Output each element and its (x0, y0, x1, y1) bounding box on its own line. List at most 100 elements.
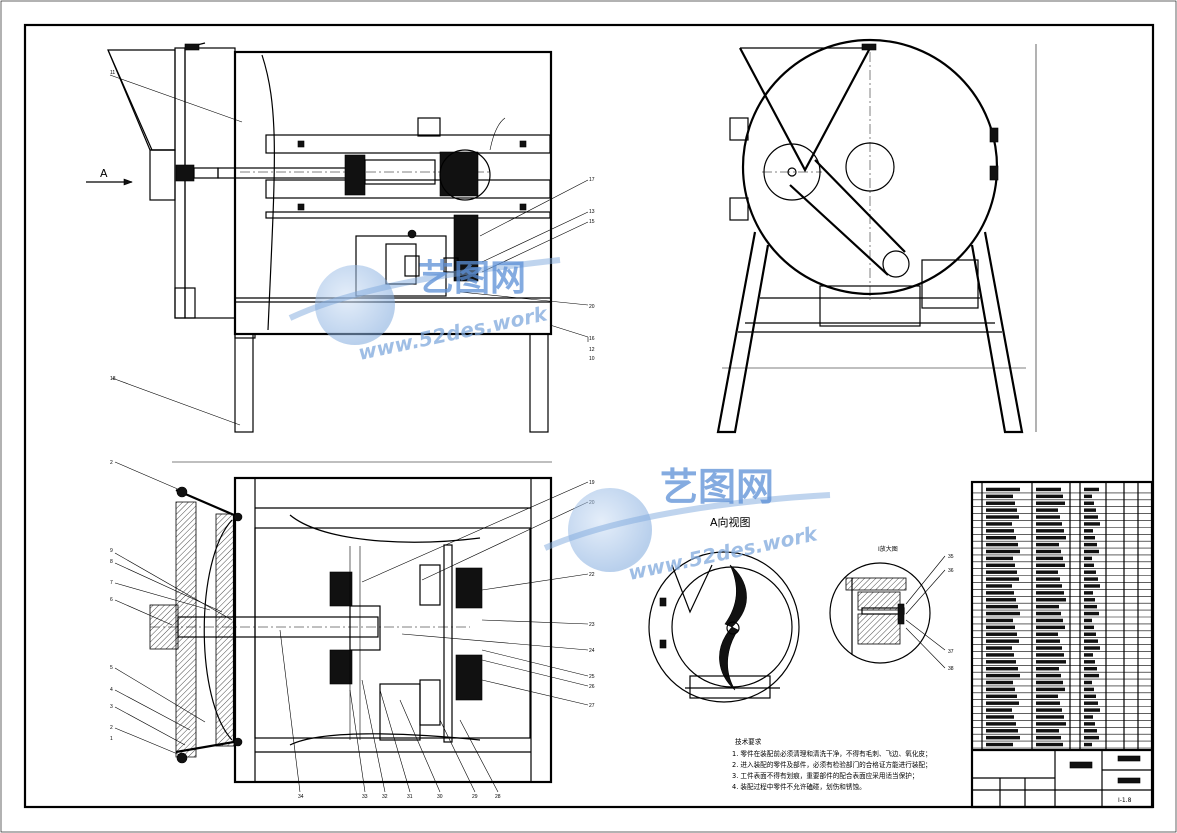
top-label-right-6: 26 (589, 684, 595, 690)
bom-cell-text (986, 618, 1013, 623)
bom-cell-text (986, 611, 1020, 616)
bom-cell-text (1084, 598, 1095, 602)
top-label-left-6: 4 (110, 687, 113, 693)
bom-cell-text (1036, 653, 1064, 657)
bom-cell-text (986, 639, 1019, 643)
detail-label-35: 35 (948, 554, 954, 560)
bom-cell-text (1036, 701, 1060, 705)
watermark-2: 艺图网 www.52des.work (543, 465, 831, 585)
bom-cell-text (986, 666, 1018, 671)
top-label-bottom-4: 30 (437, 794, 443, 800)
bom-cell-text (1036, 556, 1063, 561)
bom-cell-text (1084, 570, 1096, 574)
bom-cell-text (986, 522, 1012, 526)
watermark-url-2: www.52des.work (626, 521, 821, 585)
bom-cell-text (986, 701, 1019, 705)
front-label-12: 12 (589, 347, 595, 353)
bom-cell-text (986, 598, 1016, 602)
bom-cell-text (986, 735, 1020, 740)
bom-cell-text (1084, 577, 1098, 581)
top-label-right-0: 19 (589, 480, 595, 486)
bom-cell-text (1036, 722, 1066, 726)
bom-cell-text (1084, 556, 1092, 561)
bom-cell-text (1036, 639, 1060, 643)
bom-cell-text (986, 501, 1015, 505)
bom-cell-text (1084, 529, 1093, 533)
view-a-title: A向视图 (710, 515, 751, 529)
top-label-bottom-2: 32 (382, 794, 388, 800)
bom-cell-text (1036, 715, 1064, 719)
top-label-right-7: 27 (589, 703, 595, 709)
inner-border (23, 23, 1155, 809)
bom-cell-text (986, 570, 1017, 574)
top-label-bottom-6: 28 (495, 794, 501, 800)
bom-cell-text (986, 584, 1012, 588)
note-4: 4. 装配过程中零件不允许磕碰，划伤和锈蚀。 (732, 782, 866, 791)
detail-scale-label: I放大图 (878, 545, 898, 553)
top-label-bottom-0: 34 (298, 794, 304, 800)
top-label-right-2: 22 (589, 572, 595, 578)
note-2: 2. 进入装配的零件及部件，必须有检验部门的合格证方能进行装配； (732, 760, 932, 769)
top-view: 2 9 8 7 6 5 4 3 2 1 19 20 22 23 24 25 26… (110, 460, 595, 800)
bom-cell-text (1036, 742, 1063, 747)
bom-cell-text (986, 694, 1017, 699)
technical-notes: 技术要求 1. 零件在装配前必须清理和清洗干净，不得有毛刺、飞边、氧化皮； 2.… (732, 737, 932, 791)
bom-cell-text (986, 722, 1016, 726)
bom-cell-text (986, 591, 1014, 595)
front-label-20: 20 (589, 304, 595, 310)
bom-cell-text (1036, 487, 1061, 492)
bom-cell-text (1084, 701, 1098, 705)
detail-label-36: 36 (948, 568, 954, 574)
bom-cell-text (986, 660, 1016, 664)
bom-cell-text (1036, 501, 1065, 505)
bom-cell-text (1036, 494, 1063, 499)
bom-cell-text (1036, 632, 1058, 636)
hopper (107, 49, 176, 151)
bom-cell-text (1036, 508, 1058, 512)
bom-cell-text (1084, 625, 1094, 630)
bom-cell-text (986, 549, 1020, 554)
bom-cell-text (1084, 563, 1094, 568)
bom-cell-text (1036, 563, 1065, 568)
bom-cell-text (1084, 487, 1099, 492)
bom-cell-text (1036, 570, 1058, 574)
top-label-left-3: 7 (110, 580, 113, 586)
bom-cell-text (986, 625, 1015, 630)
bom-cell-text (1084, 722, 1095, 726)
bom-cell-text (986, 577, 1019, 581)
bom-cell-text (1084, 729, 1097, 733)
front-view: A 11 18 17 13 15 20 16 12 10 (86, 42, 595, 433)
bom-cell-text (986, 680, 1013, 685)
top-label-left-7: 3 (110, 704, 113, 710)
top-label-right-3: 23 (589, 622, 595, 628)
notes-title: 技术要求 (735, 737, 762, 746)
bom-cell-text (1036, 618, 1063, 623)
note-1: 1. 零件在装配前必须清理和清洗干净，不得有毛刺、飞边、氧化皮； (732, 749, 932, 758)
bom-cell-text (1084, 735, 1099, 740)
bom-cell-text (1036, 625, 1065, 630)
bom-cell-text (1036, 591, 1064, 595)
bom-cell-text (986, 653, 1014, 657)
bom-cell-text (986, 542, 1018, 547)
top-label-left-8: 2 (110, 725, 113, 731)
bom-cell-text (1084, 632, 1096, 636)
bom-cell-text (1084, 694, 1096, 699)
detail-label-37: 37 (948, 649, 954, 655)
bom-cell-text (1084, 646, 1100, 650)
bom-cell-text (1084, 508, 1096, 512)
bom-cell-text (1036, 660, 1066, 664)
top-label-bottom-5: 29 (472, 794, 478, 800)
bom-cell-text (986, 646, 1012, 650)
bom-cell-text (1084, 549, 1099, 554)
bom-cell-text (1036, 673, 1061, 678)
bom-cell-text (1084, 591, 1093, 595)
bom-cell-text (986, 529, 1014, 533)
bom-cell-text (1084, 660, 1095, 664)
top-label-left-5: 5 (110, 665, 113, 671)
bom-cell-text (986, 673, 1020, 678)
bom-cell-text (986, 487, 1020, 492)
bom-cell-text (1036, 729, 1059, 733)
bom-cell-text (1084, 611, 1099, 616)
